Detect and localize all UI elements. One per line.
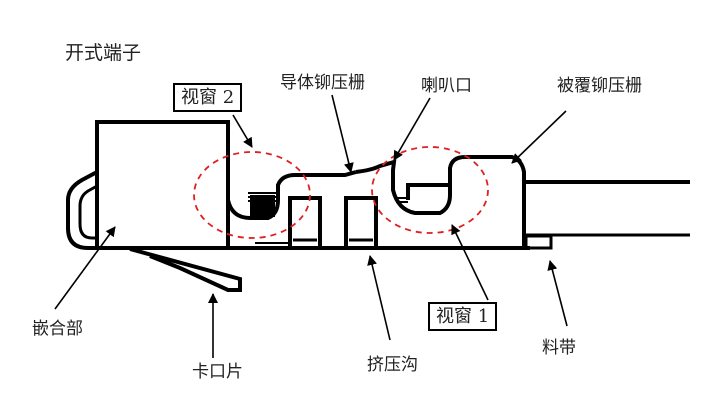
arrow-carrier-strip: [547, 260, 568, 327]
mating-part-shape: [95, 120, 230, 250]
mating-hook-inner: [78, 184, 98, 240]
locking-tab-label: 卡口片: [192, 362, 243, 382]
bell-mouth-label: 喇叭口: [421, 76, 472, 96]
arrow-insulation-crimp: [511, 110, 567, 164]
bell-mouth-shape: [355, 159, 452, 215]
window2-highlight-circle: [193, 151, 311, 239]
arrow-bell-mouth: [393, 97, 431, 161]
arrow-mating-part: [54, 226, 116, 310]
insulation-crimp-shape: [448, 155, 526, 248]
arrow-conductor-crimp: [331, 94, 354, 173]
groove-2: [344, 196, 378, 248]
window1-label: 视窗 1: [428, 302, 498, 331]
groove-1: [288, 196, 322, 248]
window2-label: 视窗 2: [173, 83, 243, 112]
locking-tab-shape: [129, 247, 242, 292]
conductor-crimp-left: [226, 122, 357, 220]
carrier-strip-label: 料带: [542, 338, 576, 358]
serration-groove-label: 挤压沟: [367, 355, 418, 375]
mating-part-label: 嵌合部: [32, 319, 83, 339]
window1-highlight-circle: [371, 146, 489, 234]
carrier-strip-shape: [524, 234, 553, 250]
insulation-crimp-label: 被覆铆压栅: [557, 76, 642, 96]
mating-hook-outer: [66, 170, 98, 250]
conductor-crimp-label: 导体铆压栅: [280, 73, 365, 93]
conductor-fill-left: [250, 195, 275, 217]
diagram-title: 开式端子: [65, 42, 142, 64]
arrow-window1: [451, 224, 489, 301]
arrow-window2: [232, 114, 253, 148]
arrow-serration-groove: [367, 255, 391, 341]
